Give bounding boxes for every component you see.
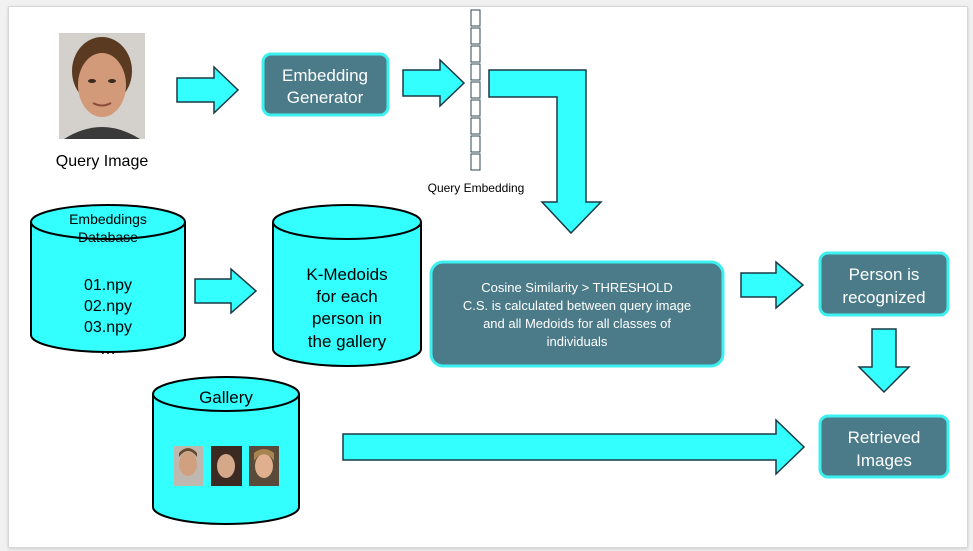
- embeddings-db-file: …: [100, 341, 116, 358]
- embedding-generator-box: [261, 52, 390, 117]
- embedding-cell: [470, 117, 481, 135]
- embeddings-db-file: 02.npy: [84, 298, 132, 315]
- query-embedding-label: Query Embedding: [428, 181, 525, 195]
- kmedoids-line: K-Medoids: [306, 265, 387, 284]
- person-recognized-box: [818, 251, 950, 317]
- retrieved-line2: Images: [856, 451, 912, 470]
- cosine-line: individuals: [547, 334, 608, 349]
- retrieved-line1: Retrieved: [848, 428, 921, 447]
- embedding-generator-line2: Generator: [287, 88, 364, 107]
- kmedoids-cylinder: [272, 204, 422, 367]
- embedding-cell: [470, 99, 481, 117]
- embedding-cell: [470, 63, 481, 81]
- diagram-svg: Query Image Embedding Generator Query Em…: [30, 9, 950, 525]
- embeddings-db-file: 01.npy: [84, 277, 132, 294]
- retrieved-images-box: [818, 414, 950, 479]
- gallery-title: Gallery: [199, 388, 253, 407]
- gallery-face-thumbnail: [249, 446, 279, 486]
- embeddings-database-cylinder: [30, 204, 186, 353]
- arrow-gallery-to-retrieved: [342, 418, 806, 476]
- embedding-cell: [470, 9, 481, 27]
- diagram-canvas: Query Image Embedding Generator Query Em…: [8, 6, 968, 548]
- gallery-face-thumbnail: [211, 446, 242, 486]
- cosine-similarity-box: [429, 260, 725, 368]
- arrow-generator-to-embedding: [402, 58, 466, 108]
- cosine-line: C.S. is calculated between query image: [463, 298, 691, 313]
- embeddings-db-file: 03.npy: [84, 319, 132, 336]
- embedding-cell: [470, 153, 481, 171]
- kmedoids-line: person in: [312, 309, 382, 328]
- kmedoids-line: the gallery: [308, 332, 387, 351]
- embedding-cell: [470, 135, 481, 153]
- query-embedding-vector: [470, 9, 481, 171]
- arrow-recognized-to-retrieved: [857, 328, 911, 394]
- embedding-generator-line1: Embedding: [282, 66, 368, 85]
- person-recognized-line2: recognized: [842, 288, 925, 307]
- arrow-embedding-to-cosine: [488, 69, 603, 235]
- arrow-query-to-generator: [176, 65, 240, 115]
- query-image: [59, 33, 145, 139]
- embedding-cell: [470, 45, 481, 63]
- cosine-line: Cosine Similarity > THRESHOLD: [481, 280, 673, 295]
- query-image-label: Query Image: [56, 153, 149, 170]
- embedding-cell: [470, 81, 481, 99]
- cosine-line: and all Medoids for all classes of: [483, 316, 671, 331]
- kmedoids-line: for each: [316, 287, 377, 306]
- arrow-db-to-kmedoids: [194, 267, 258, 315]
- arrow-cosine-to-recognized: [740, 260, 805, 310]
- person-recognized-line1: Person is: [849, 265, 920, 284]
- embeddings-db-title2: Database: [78, 229, 138, 245]
- embedding-cell: [470, 27, 481, 45]
- embeddings-db-title1: Embeddings: [69, 211, 147, 227]
- gallery-face-thumbnail: [174, 446, 203, 486]
